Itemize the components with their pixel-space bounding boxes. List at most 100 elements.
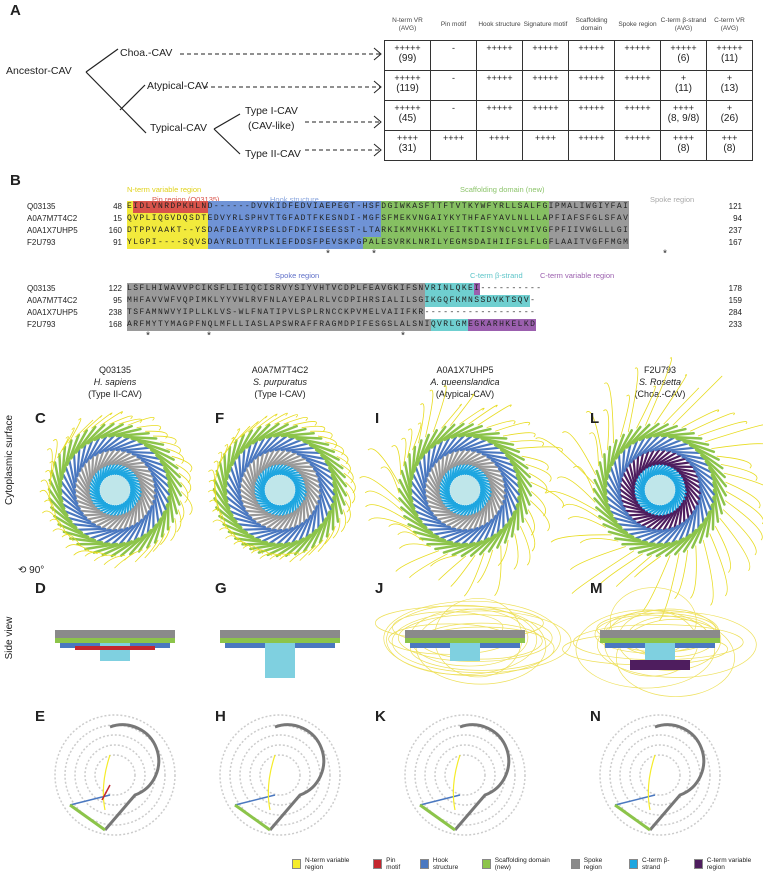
table-row: +++++(119)-+++++++++++++++++++++(11)+(13… xyxy=(384,69,753,101)
table-cell: +++++ xyxy=(568,69,615,101)
table-cell: ++++(8) xyxy=(660,129,707,161)
top-view-structure xyxy=(207,412,356,563)
conservation-score: + xyxy=(726,72,733,83)
conservation-score: +++++ xyxy=(486,42,513,53)
sequence-end: 233 xyxy=(728,320,742,329)
side-view-structure xyxy=(55,630,175,661)
length-value: (6) xyxy=(677,53,690,65)
table-cell: +++++ xyxy=(614,39,661,71)
sequence-name: A0A1X7UHP5 xyxy=(27,226,78,235)
panel-label-m: M xyxy=(590,580,603,597)
top-view-structure xyxy=(359,385,564,597)
panel-label-h: H xyxy=(215,708,226,725)
sequence-start: 91 xyxy=(113,238,122,247)
table-cell: +++(8) xyxy=(706,129,753,161)
region-scaffold: DGIWKASFTTFTVTKYWFYRLLSALFG xyxy=(381,201,549,213)
sequence-name: Q03135 xyxy=(27,202,56,211)
region-spoke: LSFLHIWAVVPCIKSFLIEIQCISRVYSIYVHTVCDPLFE… xyxy=(127,283,425,295)
panel-label-n: N xyxy=(590,708,601,725)
table-cell: +++++(6) xyxy=(660,39,707,71)
sequence-residues: MHFAVVWFVQPIMKLYYVWLRVFNLAYEPALRLVCDPIHR… xyxy=(127,295,537,307)
legend-swatch xyxy=(292,859,301,869)
legend-swatch xyxy=(693,859,703,869)
region-hook: EDVYRLSPHVTTGFADTFKESNDI-MGF xyxy=(207,213,382,225)
conservation-score: ++++ xyxy=(534,132,557,143)
region-cterm_vr: EGKARHKELKD xyxy=(468,319,537,331)
table-header: Pin motif xyxy=(440,20,467,28)
table-cell: +++++ xyxy=(522,39,569,71)
conservation-score: +++++ xyxy=(394,72,421,83)
side-view-structure xyxy=(562,587,757,697)
legend-item: C-term variable region xyxy=(693,857,763,871)
region-label-pin: Pin region (Q03135) xyxy=(152,195,220,204)
table-header: N-term VR (AVG) xyxy=(392,16,423,32)
table-cell: +++++ xyxy=(522,69,569,101)
legend-item: Hook structure xyxy=(419,857,470,871)
table-cell: ++++ xyxy=(522,129,569,161)
legend-swatch xyxy=(481,859,491,869)
conservation-score: ++++ xyxy=(488,132,511,143)
top-view-structure xyxy=(535,357,763,622)
conservation-score: +++++ xyxy=(532,102,559,113)
protomer-view-structure xyxy=(54,714,176,836)
region-dash: ---------- xyxy=(480,283,543,295)
panel-label-k: K xyxy=(375,708,386,725)
panel-label-j: J xyxy=(375,580,384,597)
rotate-label-text: 90° xyxy=(29,565,45,576)
region-label-spoke: Spoke region xyxy=(275,271,320,280)
tree-node-typical: Typical-CAV xyxy=(150,122,207,134)
conservation-score: - xyxy=(452,42,455,53)
protomer-view-structure xyxy=(404,714,526,836)
region-spoke: PFIAFSFGLSFAV xyxy=(548,213,630,225)
region-nterm: YLGPI----SQVS xyxy=(127,237,208,249)
region-label-cterm_strand: C-term β-strand xyxy=(470,271,523,280)
region-nterm: DTPPVAAKT--YS xyxy=(127,225,208,237)
region-cterm_strand: VRINLQKE xyxy=(424,283,475,295)
conserved-star: * xyxy=(662,250,669,261)
species-type: (Type I-CAV) xyxy=(254,389,306,399)
region-spoke: FLAAITVGFFMGM xyxy=(548,237,630,249)
region-dash: ------------------ xyxy=(424,307,537,319)
table-header: Spoke region xyxy=(618,20,657,28)
conservation-score: +++++ xyxy=(624,102,651,113)
side-view-structure xyxy=(374,597,572,685)
sequence-start: 168 xyxy=(108,320,122,329)
legend-label: Pin motif xyxy=(386,857,401,871)
sequence-residues: YLGPI----SQVSDAYRLDTTTLKIEFDDSFPEVSKPGPA… xyxy=(127,237,630,249)
length-value: (119) xyxy=(396,83,419,95)
table-row: +++++(99)-+++++++++++++++++++++++++(6)++… xyxy=(384,39,753,71)
panel-label-d: D xyxy=(35,580,46,597)
panel-label-g: G xyxy=(215,580,227,597)
table-header: Hook structure xyxy=(478,20,521,28)
conservation-score: +++++ xyxy=(578,42,605,53)
conservation-score: - xyxy=(452,72,455,83)
conservation-score: +++++ xyxy=(532,42,559,53)
sequence-start: 122 xyxy=(108,284,122,293)
panel-label-e: E xyxy=(35,708,46,725)
species-organism: A. queenslandica xyxy=(430,377,500,387)
region-spoke: FPFIIVWGLLLGI xyxy=(548,225,630,237)
conservation-score: +++++ xyxy=(394,102,421,113)
sequence-name: Q03135 xyxy=(27,284,56,293)
legend-swatch xyxy=(629,859,639,869)
sequence-residues: EIDLVNRDPKHLND------DVVKIDFEDVIAEPEGT-HS… xyxy=(127,201,630,213)
panel-label-c: C xyxy=(35,410,46,427)
panel-label-b: B xyxy=(10,172,21,189)
table-header: C-term β-strand (AVG) xyxy=(660,16,707,32)
conservation-score: + xyxy=(726,102,733,113)
species-id: F2U793 xyxy=(643,365,677,375)
region-spoke: TSFAMNWVYIPLLKLVS-WLFNATIPVLSPLRNCCKPVME… xyxy=(127,307,425,319)
sequence-start: 160 xyxy=(108,226,122,235)
conservation-score: +++++ xyxy=(624,132,651,143)
table-row: ++++(31)++++++++++++++++++++++++++(8)+++… xyxy=(384,129,753,161)
region-nterm: E xyxy=(127,201,134,213)
conservation-score: +++++ xyxy=(578,72,605,83)
region-cterm_vr: I xyxy=(474,283,481,295)
rotate-90-label: ⟲ 90° xyxy=(18,565,44,576)
length-value: (99) xyxy=(398,53,417,65)
region-hook: D------DVVKIDFEDVIAEPEGT-HSF xyxy=(207,201,382,213)
region-scaffold: SFMEKVNGAIYKYTHFAFYAVLNLLLA xyxy=(381,213,549,225)
region-spoke: ARFMYTYMAGPFNQLMFLLIASLAPSWRAFFRAGMDPIFE… xyxy=(127,319,431,331)
